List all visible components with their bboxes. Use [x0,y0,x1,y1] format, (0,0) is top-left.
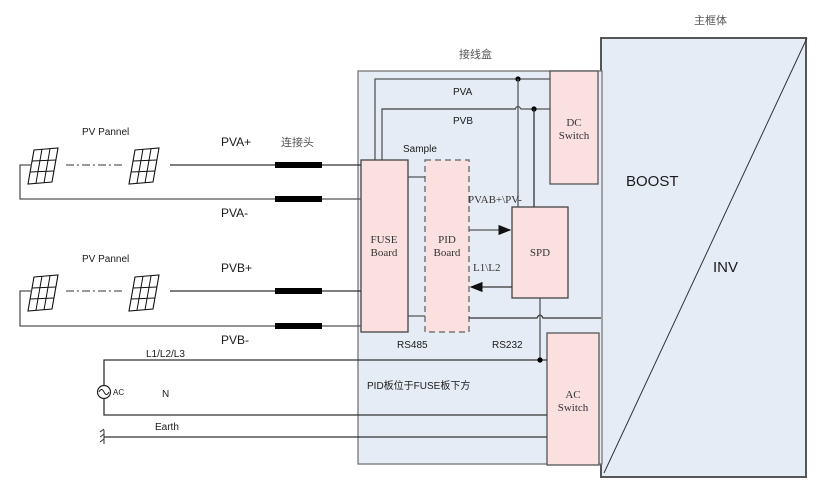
pvb-bus-label: PVB [453,116,473,127]
connector-pvb-plus [275,288,322,294]
earth-ground-icon [99,428,105,444]
pva-minus-label: PVA- [221,206,248,220]
junction-box-title: 接线盒 [459,47,492,61]
pv-panel-icon [128,274,160,312]
connector-pva-plus [275,162,322,168]
ac-switch-block [546,332,600,466]
pv-panel-a-label: PV Pannel [82,127,129,138]
connector-head-label: 连接头 [281,136,314,149]
pvb-plus-label: PVB+ [221,261,252,275]
main-body-enclosure [600,37,807,478]
pv-panel-icon [27,274,59,312]
fuse-board-block [360,159,409,333]
pva-bus-label: PVA [453,87,473,98]
spd-label: SPD [530,247,550,259]
ac-switch-label-2: Switch [558,402,589,414]
connector-pvb-minus [275,323,322,329]
pid-board-block [424,159,470,333]
ac-switch-label-1: AC [565,389,580,401]
pid-location-note: PID板位于FUSE板下方 [367,379,470,392]
fuse-board-label-1: FUSE [371,234,398,246]
sample-label: Sample [403,144,437,155]
pv-panel-icon [128,147,160,185]
pvb-minus-label: PVB- [221,333,249,347]
pid-board-label-2: Board [434,247,461,259]
main-body-title: 主框体 [694,13,727,27]
spd-block [511,206,569,299]
ac-source-label: AC [113,388,124,397]
l1l2-label: L1\L2 [473,262,501,274]
l1l2l3-wire [103,359,547,385]
pv-panel-b-label: PV Pannel [82,254,129,265]
pv-panel-icon [27,147,59,185]
pva-plus-label: PVA+ [221,135,251,149]
rs232-label: RS232 [492,340,523,351]
earth-label: Earth [155,422,179,433]
boost-inv-divider [603,37,808,474]
dc-switch-label-2: Switch [559,130,590,142]
junction-dot-ac [537,357,543,363]
pva-minus-wire [19,164,361,200]
pid-board-label-1: PID [438,234,456,246]
pva-bus-wire [374,78,550,160]
inv-label: INV [713,259,738,276]
neutral-wire [103,393,547,416]
rs485-label: RS485 [397,340,428,351]
pvab-pv-label: PVAB+\PV- [468,194,522,206]
dc-switch-label-1: DC [566,117,581,129]
l1l2l3-label: L1/L2/L3 [146,349,185,360]
boost-label: BOOST [626,173,679,190]
fuse-board-label-2: Board [371,247,398,259]
pvb-minus-wire [19,290,361,327]
neutral-label: N [162,389,169,400]
ac-sine-icon [98,389,110,395]
connector-pva-minus [275,196,322,202]
dc-switch-block [549,70,599,185]
